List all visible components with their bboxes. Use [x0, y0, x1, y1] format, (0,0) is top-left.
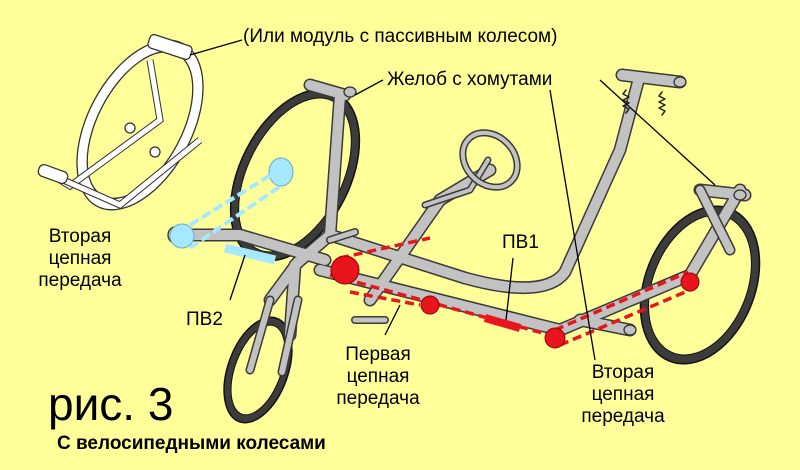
label-second-chain-left: Вторая цепная передача: [38, 226, 122, 291]
chain-drives: [329, 236, 700, 349]
front-small-wheel: [223, 316, 293, 424]
figure-number: рис. 3: [48, 378, 174, 430]
label-trough-with-clamps: Желоб с хомутами: [387, 69, 553, 90]
label-first-chain: Первая цепная передача: [336, 344, 420, 409]
second-chain-left-parts: [169, 157, 294, 265]
leader-lines: [189, 39, 716, 361]
label-pv2: ПВ2: [186, 309, 223, 330]
left-big-wheel: [229, 88, 361, 262]
label-second-chain-right: Вторая цепная передача: [581, 362, 665, 427]
label-pv1: ПВ1: [502, 232, 539, 253]
figure-caption: С велосипедными колесами: [57, 433, 326, 454]
passive-wheel-module: [37, 33, 204, 211]
right-big-wheel: [639, 205, 761, 365]
label-passive-wheel-module: (Или модуль с пассивным колесом): [243, 26, 558, 47]
